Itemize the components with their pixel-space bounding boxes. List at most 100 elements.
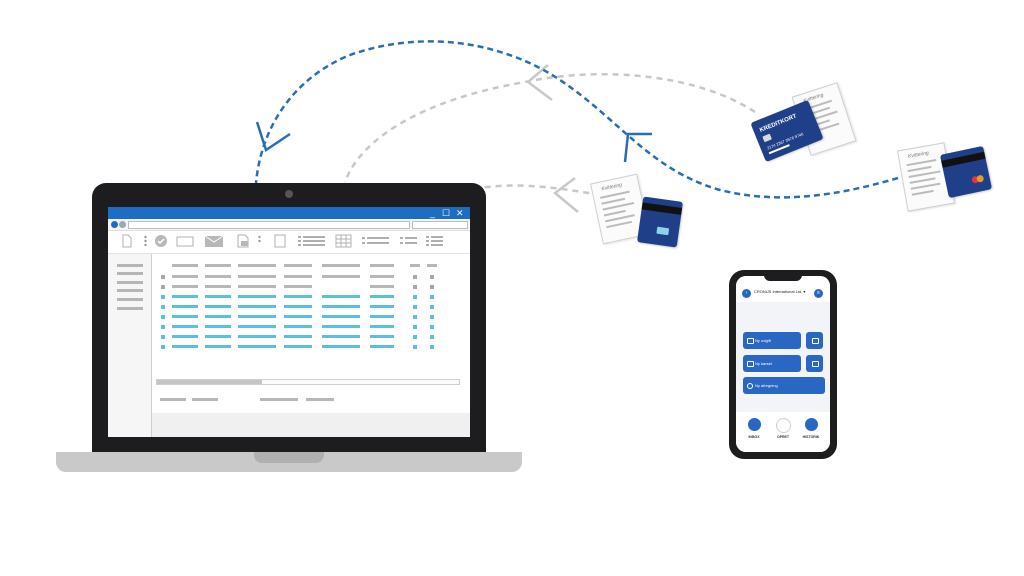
receipt-title: Kvittering [907, 150, 930, 160]
row-checkbox[interactable] [161, 285, 165, 289]
url-input[interactable] [128, 221, 410, 229]
sidebar [108, 254, 152, 437]
new-document-icon[interactable] [122, 234, 132, 248]
sidebar-item[interactable] [117, 264, 143, 267]
table-cell [238, 305, 276, 308]
camera-icon [812, 338, 819, 344]
menu-icon[interactable]: ≡ [814, 289, 823, 298]
table-cell [430, 325, 434, 329]
close-button[interactable]: ✕ [456, 208, 464, 218]
list-icon[interactable] [298, 234, 326, 248]
blank-rectangle-icon[interactable] [176, 234, 194, 248]
new-settlement-button[interactable]: Ny afregning [743, 377, 825, 394]
minimize-button[interactable]: _ [430, 208, 436, 218]
table-cell [370, 325, 394, 328]
approve-check-icon[interactable] [154, 234, 168, 248]
gray-flow-curve-upper [343, 73, 756, 183]
row-checkbox[interactable] [161, 305, 165, 309]
phone-screen: ‹ CRONUS International Ltd. ▾ ≡ Ny udgif… [736, 276, 830, 452]
table-cell [413, 325, 417, 329]
maximize-button[interactable]: ☐ [442, 208, 451, 218]
map-button[interactable] [806, 355, 823, 372]
table-cell [205, 345, 231, 348]
table-cell [322, 325, 360, 328]
list-icon[interactable] [400, 234, 418, 248]
new-mileage-button[interactable]: Ny kørsel [743, 355, 801, 372]
column-header [322, 264, 360, 267]
add-icon[interactable] [776, 418, 791, 433]
gray-arrowhead-upper [525, 64, 553, 101]
new-expense-button[interactable]: Ny udgift [743, 332, 801, 349]
table-cell [238, 275, 276, 278]
back-icon[interactable]: ‹ [742, 289, 751, 298]
print-icon[interactable] [236, 234, 250, 248]
table-cell [205, 325, 231, 328]
table-cell [205, 315, 231, 318]
table-cell [322, 335, 360, 338]
table-cell [205, 305, 231, 308]
table-cell [430, 335, 434, 339]
table-cell [430, 275, 434, 279]
page-icon[interactable] [274, 234, 286, 248]
company-selector[interactable]: CRONUS International Ltd. ▾ [754, 289, 806, 294]
table-cell [322, 345, 360, 348]
table-cell [370, 295, 394, 298]
nav-create-label[interactable]: OPRET [776, 435, 790, 439]
table-cell [238, 315, 276, 318]
separator-dots-icon [258, 235, 261, 243]
table-cell [284, 295, 312, 298]
phone-bottom-nav: INBOX OPRET HISTORIK [736, 412, 830, 452]
scan-button[interactable] [806, 332, 823, 349]
row-checkbox[interactable] [161, 325, 165, 329]
card-logo-icon [656, 226, 670, 236]
credit-card [939, 145, 993, 199]
history-icon[interactable] [805, 418, 818, 431]
table-cell [413, 275, 417, 279]
table-cell [284, 345, 312, 348]
nav-history-label[interactable]: HISTORIK [802, 435, 820, 439]
footer-total-value [306, 398, 334, 401]
blue-arrowhead-lower [623, 132, 652, 163]
table-cell [284, 285, 312, 288]
receipt-icon [747, 338, 754, 344]
table-cell [322, 305, 360, 308]
table-cell [370, 335, 394, 338]
sidebar-item[interactable] [117, 289, 143, 292]
sidebar-item[interactable] [117, 272, 143, 275]
row-checkbox[interactable] [161, 345, 165, 349]
row-checkbox[interactable] [161, 275, 165, 279]
row-checkbox[interactable] [161, 315, 165, 319]
separator-dots-icon [144, 235, 147, 247]
blue-arrowhead-upper [255, 121, 291, 152]
plus-circle-icon [747, 383, 753, 389]
back-button[interactable] [111, 221, 118, 228]
table-cell [205, 285, 231, 288]
credit-card-label: KREDITKORT [758, 113, 798, 134]
new-mileage-label: Ny kørsel [755, 361, 772, 366]
row-checkbox[interactable] [161, 295, 165, 299]
table-cell [370, 315, 394, 318]
column-header [238, 264, 276, 267]
laptop-camera [285, 190, 293, 198]
search-input[interactable] [412, 221, 468, 229]
scrollbar-thumb[interactable] [157, 380, 262, 384]
row-checkbox[interactable] [161, 335, 165, 339]
table-cell [205, 335, 231, 338]
email-icon[interactable] [204, 234, 224, 248]
table-cell [172, 325, 198, 328]
gray-flow-curve-lower [479, 184, 601, 197]
sidebar-item[interactable] [117, 281, 143, 284]
forward-button[interactable] [119, 221, 126, 228]
table-cell [430, 285, 434, 289]
inbox-icon[interactable] [748, 418, 761, 431]
column-header [284, 264, 312, 267]
sidebar-item[interactable] [117, 307, 143, 310]
table-cell [238, 295, 276, 298]
list-icon[interactable] [426, 234, 444, 248]
sidebar-item[interactable] [117, 298, 143, 301]
horizontal-scrollbar[interactable] [156, 379, 460, 385]
map-icon [812, 361, 819, 367]
list-icon[interactable] [362, 234, 390, 248]
nav-inbox-label[interactable]: INBOX [748, 435, 760, 439]
grid-icon[interactable] [335, 234, 352, 248]
